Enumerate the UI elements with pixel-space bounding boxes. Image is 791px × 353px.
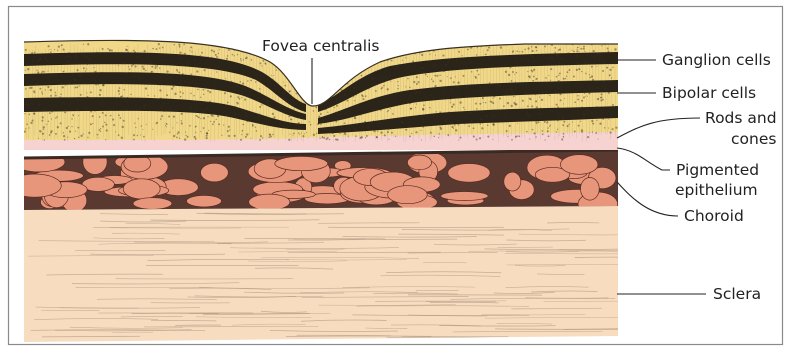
rods-cones-label-line2: cones (731, 130, 776, 148)
rods-cones-label-group: Rods and cones (617, 109, 777, 148)
sclera-layer (24, 206, 738, 342)
rods-cones-label-line1: Rods and (705, 109, 777, 127)
ganglion-label: Ganglion cells (662, 51, 771, 69)
bipolar-label: Bipolar cells (662, 84, 756, 102)
ganglion-label-group: Ganglion cells (617, 51, 771, 69)
pigmented-label-group: Pigmented epithelium (617, 148, 759, 199)
bipolar-label-group: Bipolar cells (617, 84, 756, 102)
retina-layers (24, 40, 618, 158)
fovea-label: Fovea centralis (262, 37, 380, 55)
pigmented-label-line2: epithelium (675, 181, 758, 199)
sclera-label-group: Sclera (617, 285, 761, 303)
choroid-label: Choroid (684, 207, 744, 225)
choroid-layer (9, 149, 618, 216)
pigmented-label-line1: Pigmented (676, 161, 759, 179)
sclera-label: Sclera (713, 285, 761, 303)
